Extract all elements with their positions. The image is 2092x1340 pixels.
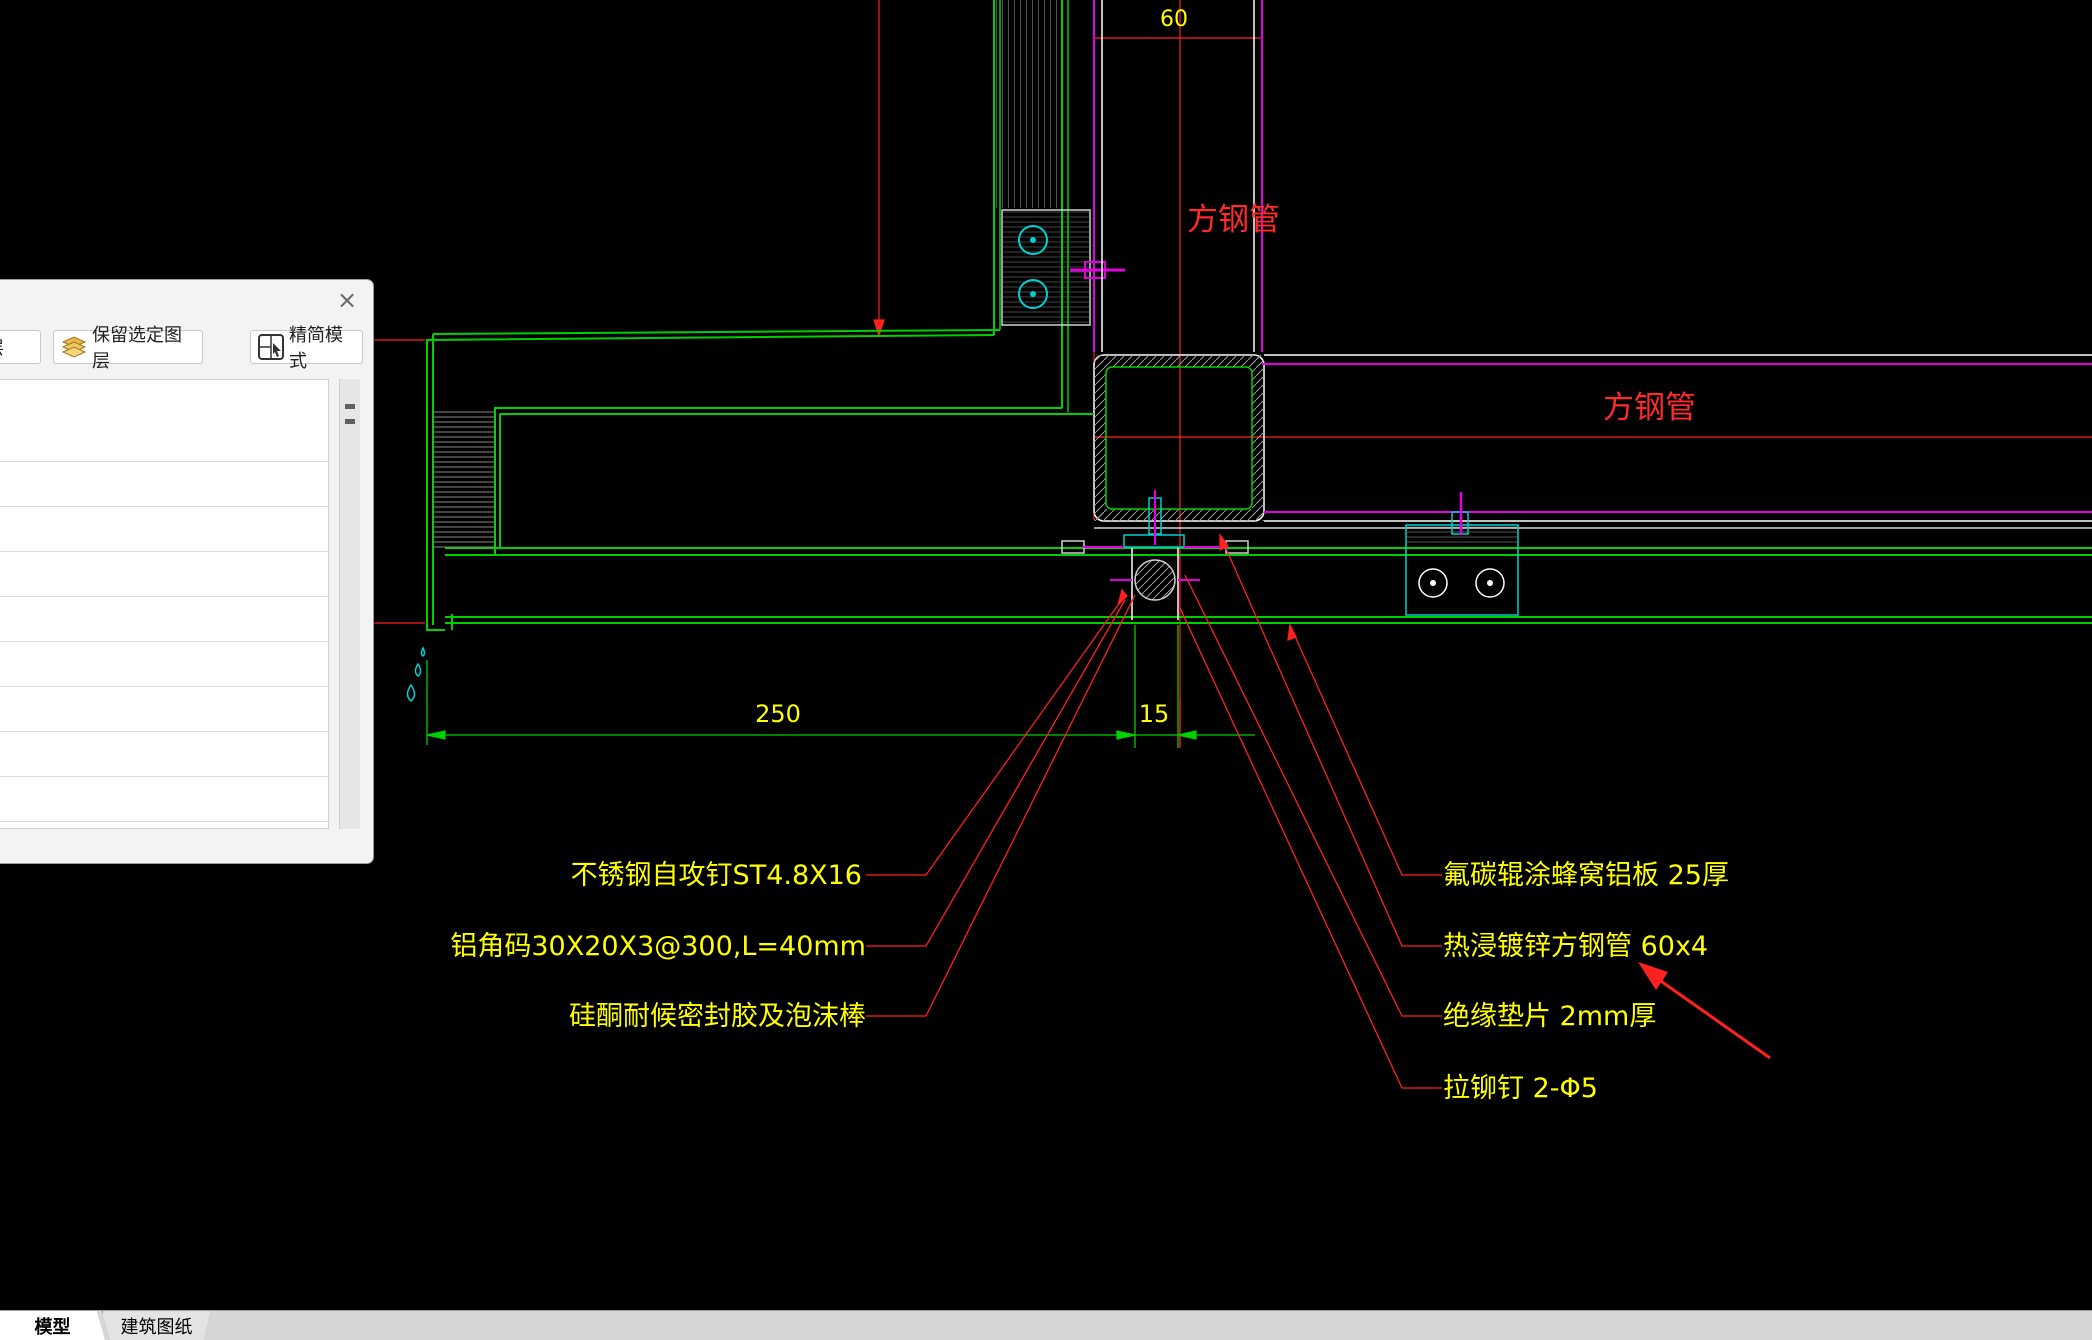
callout-honeycomb-panel: 氟碳辊涂蜂窝铝板 25厚 — [1443, 860, 1729, 891]
scroll-grip-mark — [345, 404, 355, 409]
keep-selected-layers-button[interactable]: 保留选定图层 — [53, 325, 203, 372]
label-square-tube-vertical: 方钢管 — [1187, 202, 1280, 238]
callout-silicone-sealant: 硅酮耐候密封胶及泡沫棒 — [569, 1001, 866, 1032]
label-square-tube-horizontal: 方钢管 — [1603, 390, 1696, 426]
callout-insulation-pad: 绝缘垫片 2mm厚 — [1443, 1001, 1656, 1032]
layer-list-row[interactable] — [0, 597, 328, 642]
annotation-arrow — [1638, 962, 1771, 1060]
dim-left-span: 250 — [755, 700, 801, 728]
layers-button-label: 图层 — [0, 334, 4, 360]
vertical-square-tube — [1093, 0, 1263, 352]
layout-tab-bar: 模型 建筑图纸 — [0, 1310, 2092, 1340]
top-bracket — [1001, 209, 1125, 326]
simple-mode-button[interactable]: 精简模式 — [250, 325, 363, 372]
layer-list-row[interactable] — [0, 687, 328, 732]
close-icon[interactable]: × — [336, 286, 358, 314]
callout-galvanized-tube: 热浸镀锌方钢管 60x4 — [1443, 931, 1708, 962]
dim-joint-gap: 15 — [1139, 700, 1170, 728]
layers-stack-icon — [60, 333, 88, 361]
scroll-grip-mark — [345, 419, 355, 424]
tab-drawing-label: 建筑图纸 — [120, 1316, 193, 1338]
layer-list-row[interactable] — [0, 462, 328, 507]
layers-button[interactable]: 图层 — [0, 330, 41, 364]
layer-list-row[interactable] — [0, 642, 328, 687]
callout-rivet: 拉铆钉 2-Φ5 — [1443, 1073, 1598, 1104]
leader-lines — [866, 533, 1442, 1089]
drip-marks — [406, 646, 426, 702]
layer-list-row[interactable]: 卡 — [0, 380, 328, 462]
tab-architectural-drawing[interactable]: 建筑图纸 — [102, 1311, 210, 1340]
layer-list-row[interactable] — [0, 732, 328, 777]
joint-assembly — [1061, 490, 1249, 620]
tab-model-label: 模型 — [34, 1316, 71, 1338]
layer-list-scrollbar[interactable] — [339, 379, 360, 829]
layer-list-row[interactable] — [0, 507, 328, 552]
keep-selected-layers-label: 保留选定图层 — [92, 325, 182, 372]
tab-model[interactable]: 模型 — [0, 1311, 105, 1340]
layer-panel[interactable]: × 图层 保留选定图层 精简模式 卡 — [0, 279, 374, 864]
layer-list-row[interactable] — [0, 552, 328, 597]
red-reference-lines — [362, 0, 2092, 745]
layer-list[interactable]: 卡 — [0, 379, 329, 829]
bottom-dimension — [426, 625, 1255, 748]
left-panel-hatch — [432, 410, 495, 550]
vertical-honeycomb-panel — [993, 0, 1069, 412]
layer-list-row[interactable] — [0, 777, 328, 822]
simple-mode-label: 精简模式 — [289, 325, 343, 372]
simple-mode-icon — [257, 333, 285, 361]
dim-top-width: 60 — [1160, 7, 1188, 32]
callout-aluminium-angle: 铝角码30X20X3@300,L=40mm — [450, 931, 866, 962]
horizontal-square-tube — [1093, 354, 2092, 529]
callout-self-tapping-screw: 不锈钢自攻钉ST4.8X16 — [571, 860, 862, 891]
right-bracket — [1405, 492, 1519, 616]
